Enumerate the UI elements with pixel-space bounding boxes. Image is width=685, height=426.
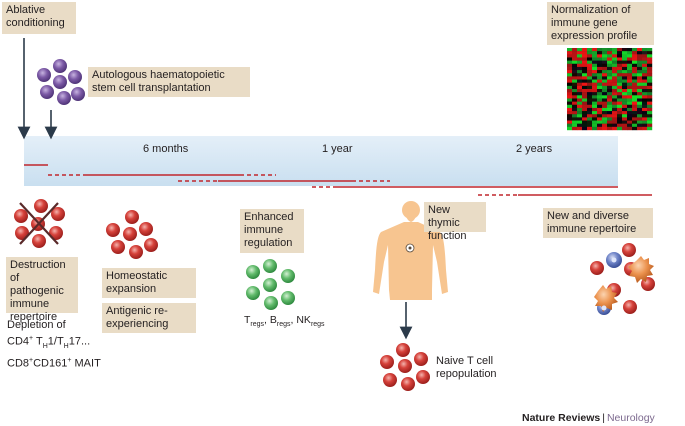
destruction-text: Destruction of pathogenic immune reperto… <box>10 259 66 323</box>
thymic-label: New thymic function <box>424 202 486 242</box>
depletion-line-1: Depletion of <box>7 319 66 331</box>
timeline-label-1-year: 1 year <box>322 143 353 155</box>
naive-text: Naive T cell repopulation <box>436 355 497 380</box>
repertoire-text: New and diverse immune repertoire <box>547 210 637 235</box>
naive-label: Naive T cell repopulation <box>436 355 526 381</box>
repertoire-label: New and diverse immune repertoire <box>543 208 653 238</box>
normalization-label: Normalization of immune gene expression … <box>547 2 654 45</box>
normalization-text: Normalization of immune gene expression … <box>551 4 638 42</box>
regulatory-cell-types: Tregs, Bregs, NKregs <box>244 314 325 329</box>
depletion-text: Depletion of CD4+ TH1/TH17... CD8+CD161+… <box>7 318 117 371</box>
antigenic-text: Antigenic re-experiencing <box>106 305 169 330</box>
homeostatic-text: Homeostatic expansion <box>106 270 168 295</box>
destruction-label: Destruction of pathogenic immune reperto… <box>6 257 78 323</box>
naive-cell-cluster <box>380 343 430 391</box>
antigenic-label: Antigenic re-experiencing <box>102 303 196 333</box>
depletion-line-3: CD8+CD161+ MAIT <box>7 356 101 370</box>
credit-journal: Neurology <box>606 412 655 424</box>
ahsct-label: Autologous haematopoietic stem cell tran… <box>88 67 250 97</box>
timeline-band <box>24 136 618 186</box>
destroyed-cell-cluster <box>14 199 65 248</box>
ahsct-text: Autologous haematopoietic stem cell tran… <box>92 69 225 94</box>
regulation-label: Enhanced immune regulation <box>240 209 304 253</box>
timeline-label-6-months: 6 months <box>143 143 189 155</box>
regulation-text: Enhanced immune regulation <box>244 211 294 249</box>
ablative-conditioning-label: Ablative conditioning <box>2 2 76 34</box>
stem-cell-cluster <box>37 59 85 105</box>
homeostatic-cell-cluster <box>106 210 158 259</box>
phase-lines <box>24 164 652 196</box>
gene-expression-heatmap <box>567 48 653 131</box>
ablative-text: Ablative conditioning <box>6 4 65 29</box>
thymic-text: New thymic function <box>428 204 467 242</box>
figure-credit: Nature Reviews|Neurology <box>522 412 655 424</box>
homeostatic-label: Homeostatic expansion <box>102 268 196 298</box>
timeline-label-2-years: 2 years <box>516 143 553 155</box>
regulatory-cell-cluster <box>246 259 295 310</box>
credit-separator: | <box>602 412 605 424</box>
human-figure <box>373 201 448 300</box>
diverse-cell-cluster <box>590 243 655 315</box>
credit-publisher: Nature Reviews <box>522 412 601 424</box>
depletion-line-2: CD4+ TH1/TH17... <box>7 335 91 350</box>
